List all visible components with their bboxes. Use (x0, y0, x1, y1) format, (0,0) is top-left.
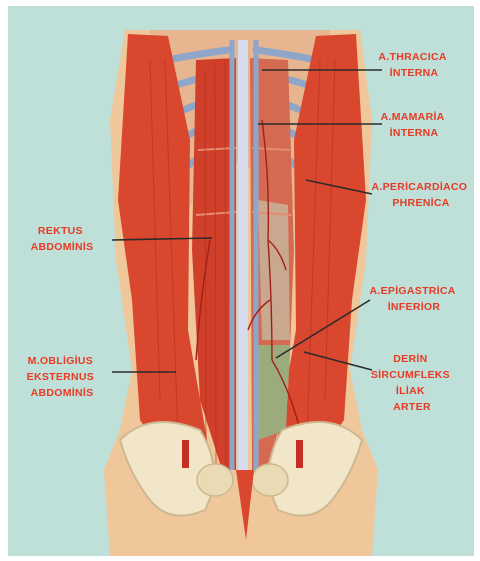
label-obliqius: M.OBLİGİUS EKSTERNUS ABDOMİNİS (27, 354, 98, 399)
torso-illustration (104, 30, 378, 556)
linea-alba (238, 40, 248, 480)
posterior-sheath (258, 200, 290, 340)
